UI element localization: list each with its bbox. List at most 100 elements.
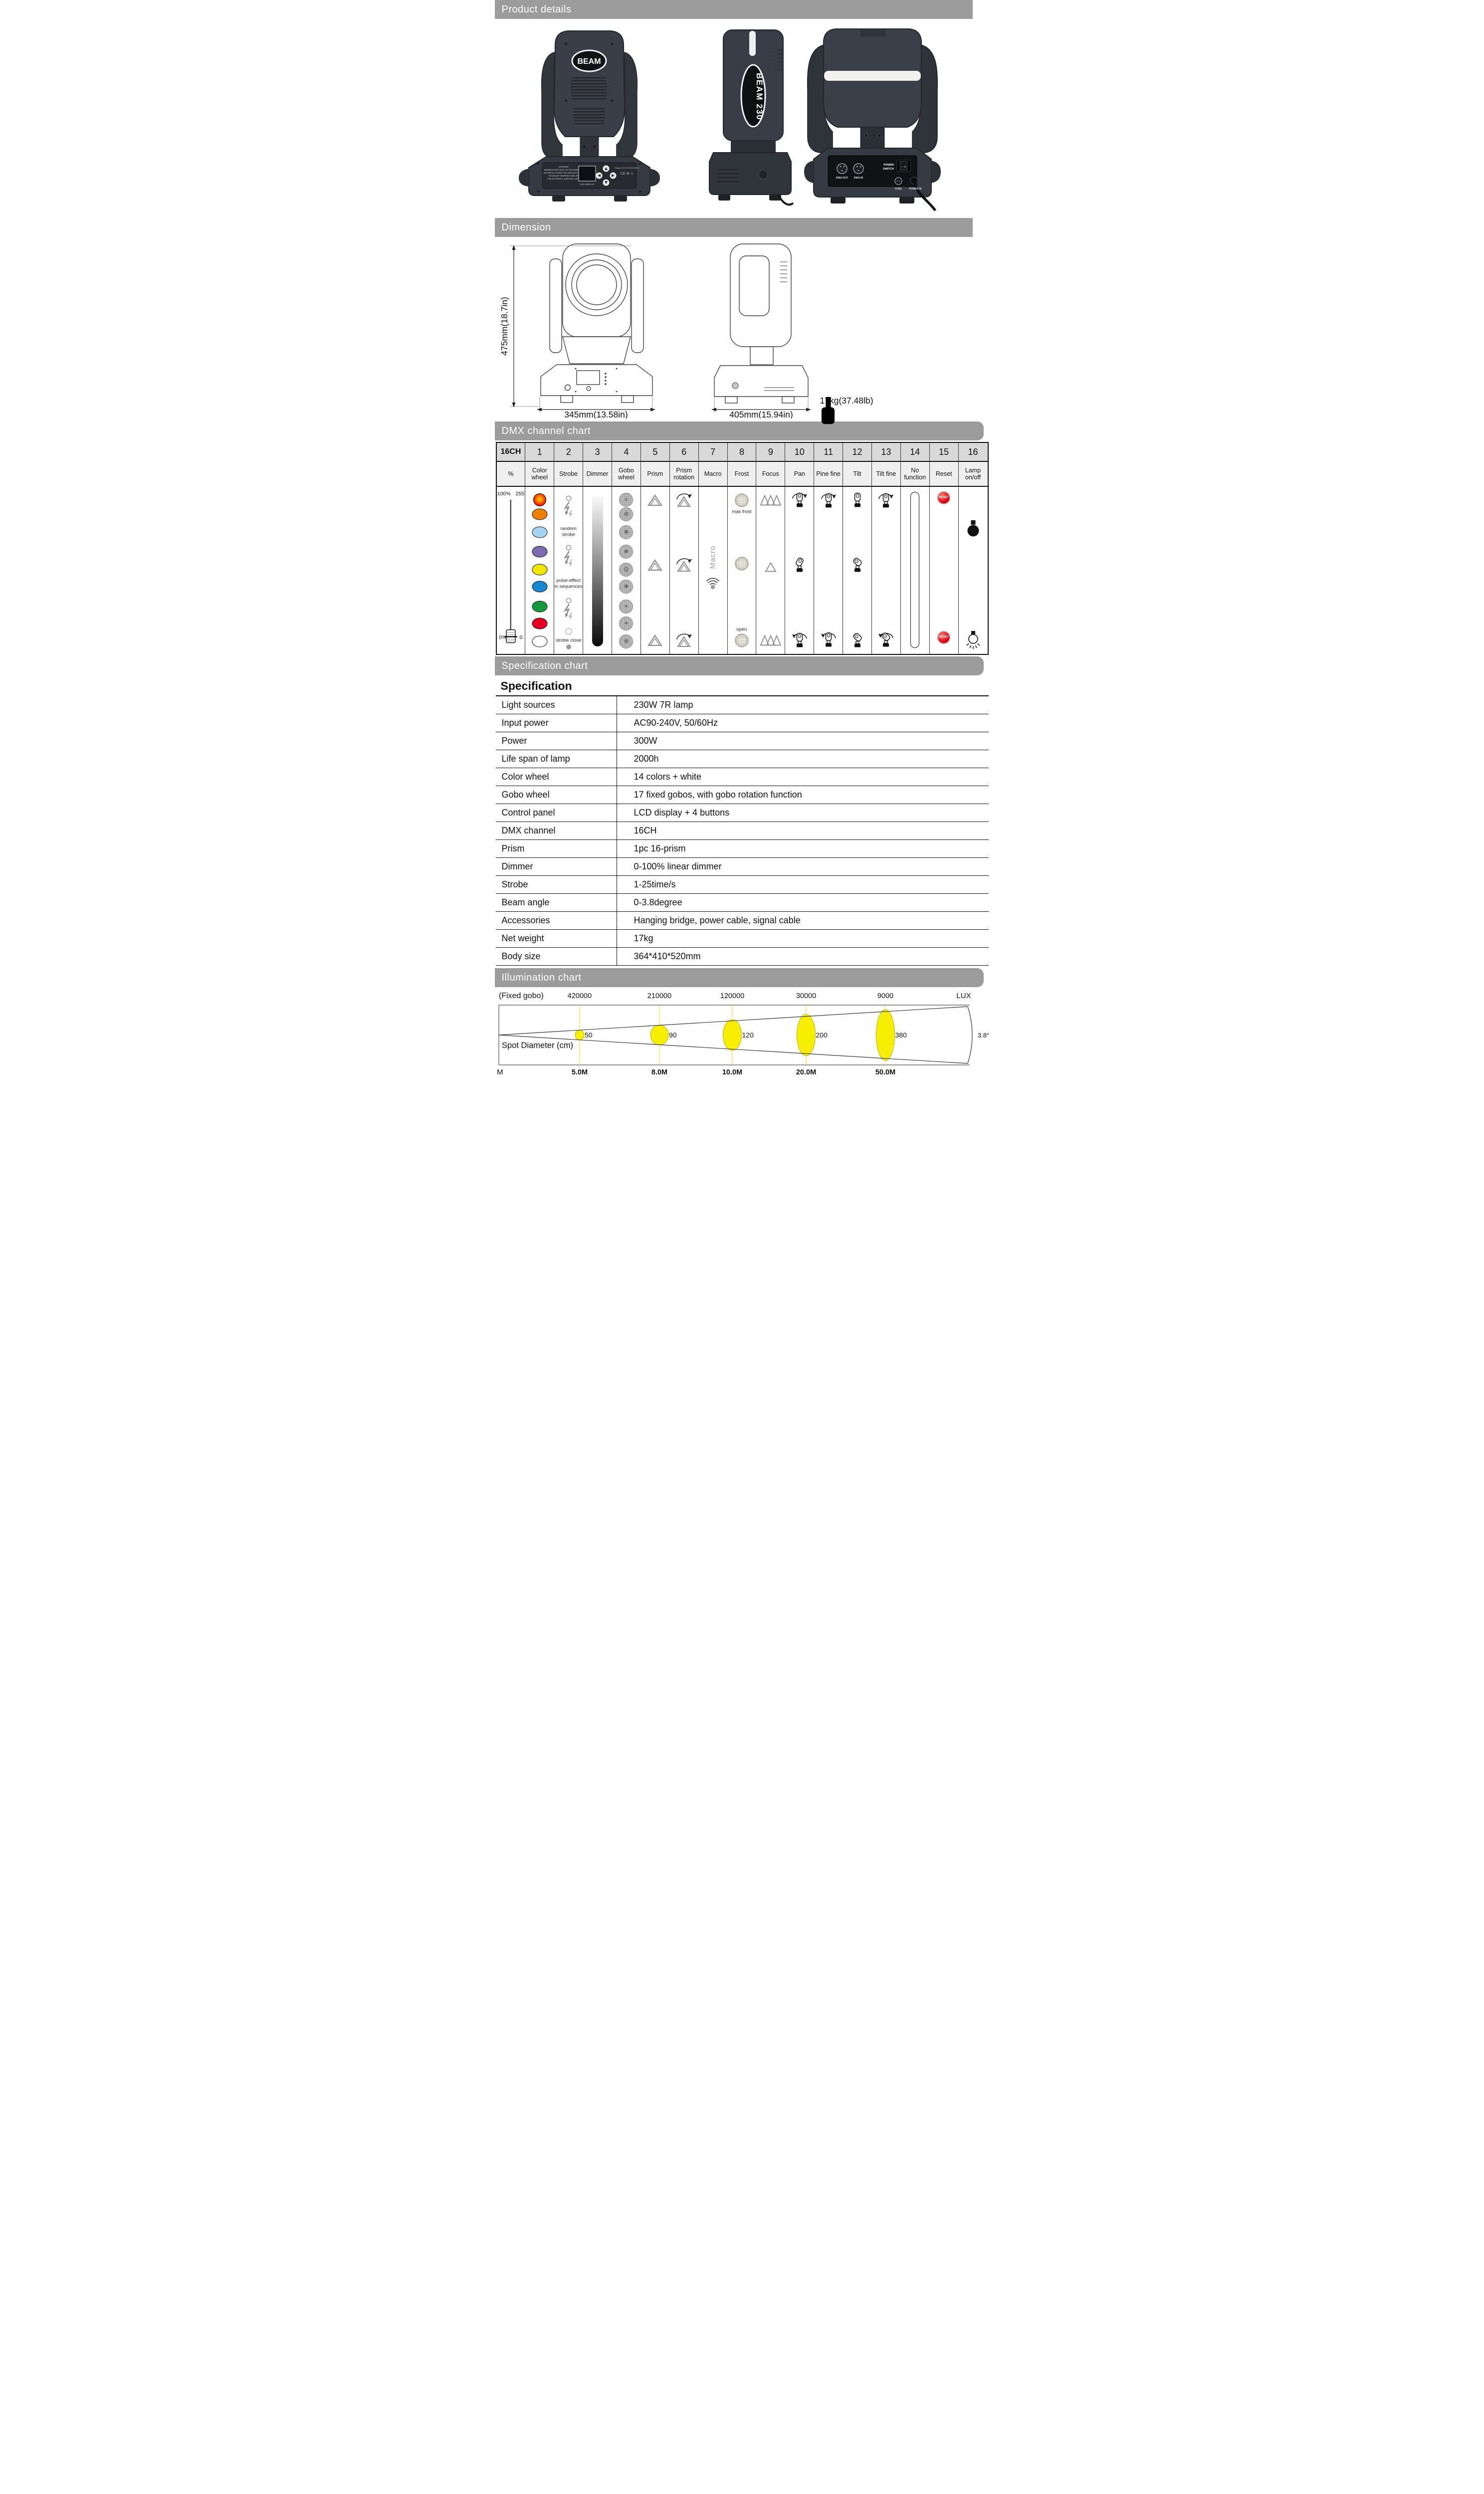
svg-text:MAXIMUM TEMPERATURE OF: MAXIMUM TEMPERATURE OF — [549, 175, 579, 177]
dmx-channel-label: Gobo wheel — [612, 462, 641, 487]
prism-icon — [647, 634, 663, 647]
moving-head-cwup-icon — [877, 493, 894, 509]
dmx-column-prism — [640, 487, 670, 654]
photo-rear-view: DMX-OUT DMX-IN POWER SWITCH – o FUSE POW… — [804, 28, 941, 211]
distance-value: 20.0M — [796, 1068, 816, 1076]
width-dimension-label: 345mm(13.58in) — [564, 410, 628, 418]
dmx-column-color-wheel — [525, 487, 555, 654]
dmx-channel-label: Macro — [698, 462, 728, 487]
front-right-arm — [616, 52, 637, 159]
macro-effect-icon — [704, 577, 722, 590]
front-cert-icons: CE ♻ ⚠ — [620, 172, 633, 176]
depth-dimension-label: 405mm(15.94in) — [729, 410, 793, 418]
dmx-channel-number: 16 — [958, 443, 988, 462]
lux-value: 9000 — [877, 992, 893, 1000]
dmx-note-label: strobe close — [556, 637, 582, 643]
side-power-cable — [777, 194, 794, 206]
distance-value: 8.0M — [651, 1068, 667, 1076]
color-wheel-color-icon — [532, 635, 548, 647]
section-title-dimension: Dimension — [501, 222, 551, 233]
dmx-channel-label: Focus — [756, 462, 786, 487]
lux-value: 420000 — [567, 992, 591, 1000]
spec-row-label: Life span of lamp — [496, 750, 617, 768]
dmx-channel-label: Tilt — [843, 462, 872, 487]
gobo-pattern-icon: ❂ — [619, 562, 634, 577]
dmx-channel-number: 3 — [583, 443, 613, 462]
moving-head-turn-icon — [791, 557, 808, 574]
dmx-column-pan — [785, 487, 815, 654]
spot-diameter-value: 50 — [585, 1031, 593, 1039]
dmx-note-label: open — [736, 626, 747, 632]
beam-spot-ellipse — [875, 1009, 895, 1061]
moving-head-ccw-icon — [791, 632, 808, 649]
front-lcd-label: LCD DISPLAY — [580, 183, 594, 186]
spec-row-label: Net weight — [496, 930, 617, 947]
dmx-note-label: pulse-effect in sequences — [554, 578, 583, 590]
reset-button-icon: RESET — [937, 630, 951, 644]
side-base — [708, 152, 792, 195]
dmx-channel-number: 15 — [929, 443, 959, 462]
dmx-column-lamp-on-off — [958, 487, 988, 654]
moving-head-ccw-icon — [820, 631, 837, 648]
svg-text:WARNING: WARNING — [558, 166, 568, 168]
spec-row-value: 0-3.8degree — [634, 897, 682, 907]
side-white-stripe — [749, 31, 756, 56]
distance-value: 10.0M — [722, 1068, 742, 1076]
moving-head-cw-icon — [791, 492, 808, 508]
fader-track — [510, 500, 512, 643]
section-title-specification: Specification chart — [501, 660, 588, 671]
photo-side-view: BEAM 230 — [708, 29, 794, 206]
gobo-pattern-icon: ✸ — [619, 579, 634, 594]
spec-row-value: AC90-240V, 50/60Hz — [634, 718, 718, 728]
front-vents-top — [571, 77, 607, 100]
fixed-gobo-label: (Fixed gobo) — [499, 992, 544, 1000]
lux-axis-label: LUX — [956, 992, 971, 1000]
dmx-column-gobo-wheel: ✳❋✺✹❂✸✶✦❃ — [612, 487, 641, 654]
spec-row-label: Input power — [496, 714, 617, 732]
strobe-closed-dot-icon — [566, 644, 571, 649]
spec-row: Input power AC90-240V, 50/60Hz — [495, 714, 989, 732]
svg-text:MINIMUM DISTANCE OF INFLAMMABL: MINIMUM DISTANCE OF INFLAMMABLE — [544, 169, 583, 171]
spec-row-value: LCD display + 4 buttons — [634, 808, 730, 818]
dmx-out-connector — [836, 163, 848, 174]
dmx-in-label: DMX-IN — [853, 177, 863, 180]
power-in-socket — [909, 177, 918, 185]
spec-row-label: Body size — [496, 948, 617, 965]
color-wheel-color-icon — [532, 618, 548, 629]
dmx-channel-number: 11 — [814, 443, 844, 462]
dmx-channel-number: 13 — [871, 443, 901, 462]
gobo-pattern-icon: ✺ — [619, 525, 634, 540]
color-wheel-color-icon — [532, 564, 548, 576]
gobo-pattern-icon: ✦ — [619, 616, 634, 630]
spec-row-value: 300W — [634, 736, 657, 746]
fader-min-percent: 0% — [499, 634, 507, 640]
dmx-channel-number: 9 — [756, 443, 786, 462]
dmx-column-macro: Macro — [698, 487, 728, 654]
photo-front-view: BEAM WARNING MINIMUM DISTANCE OF INFLAMM… — [518, 30, 660, 202]
beam230-badge-text: BEAM 230 — [755, 73, 764, 120]
dmx-channel-number: 14 — [900, 443, 930, 462]
beam230-badge — [740, 64, 766, 128]
dimension-front-drawing: 475mm(18.7in) 345mm(13.58in) — [501, 243, 655, 418]
spot-diameter-value: 200 — [816, 1031, 828, 1039]
frost-filter-icon — [735, 633, 749, 647]
prism-rotation-icon — [674, 557, 693, 574]
strobe-flash-icon — [562, 495, 575, 518]
front-left-handle — [518, 169, 529, 187]
spec-row-label: Gobo wheel — [496, 786, 617, 804]
lamp-off-bulb-icon — [966, 520, 981, 538]
dmx-channel-number: 16CH — [496, 443, 526, 462]
spec-row-value: 2000h — [634, 754, 659, 764]
beam-distance-markers: 420000505.0M210000908.0M12000012010.0M30… — [567, 992, 906, 1076]
height-dimension-label: 475mm(18.7in) — [501, 297, 509, 356]
dmx-channel-label: Color wheel — [525, 462, 555, 487]
